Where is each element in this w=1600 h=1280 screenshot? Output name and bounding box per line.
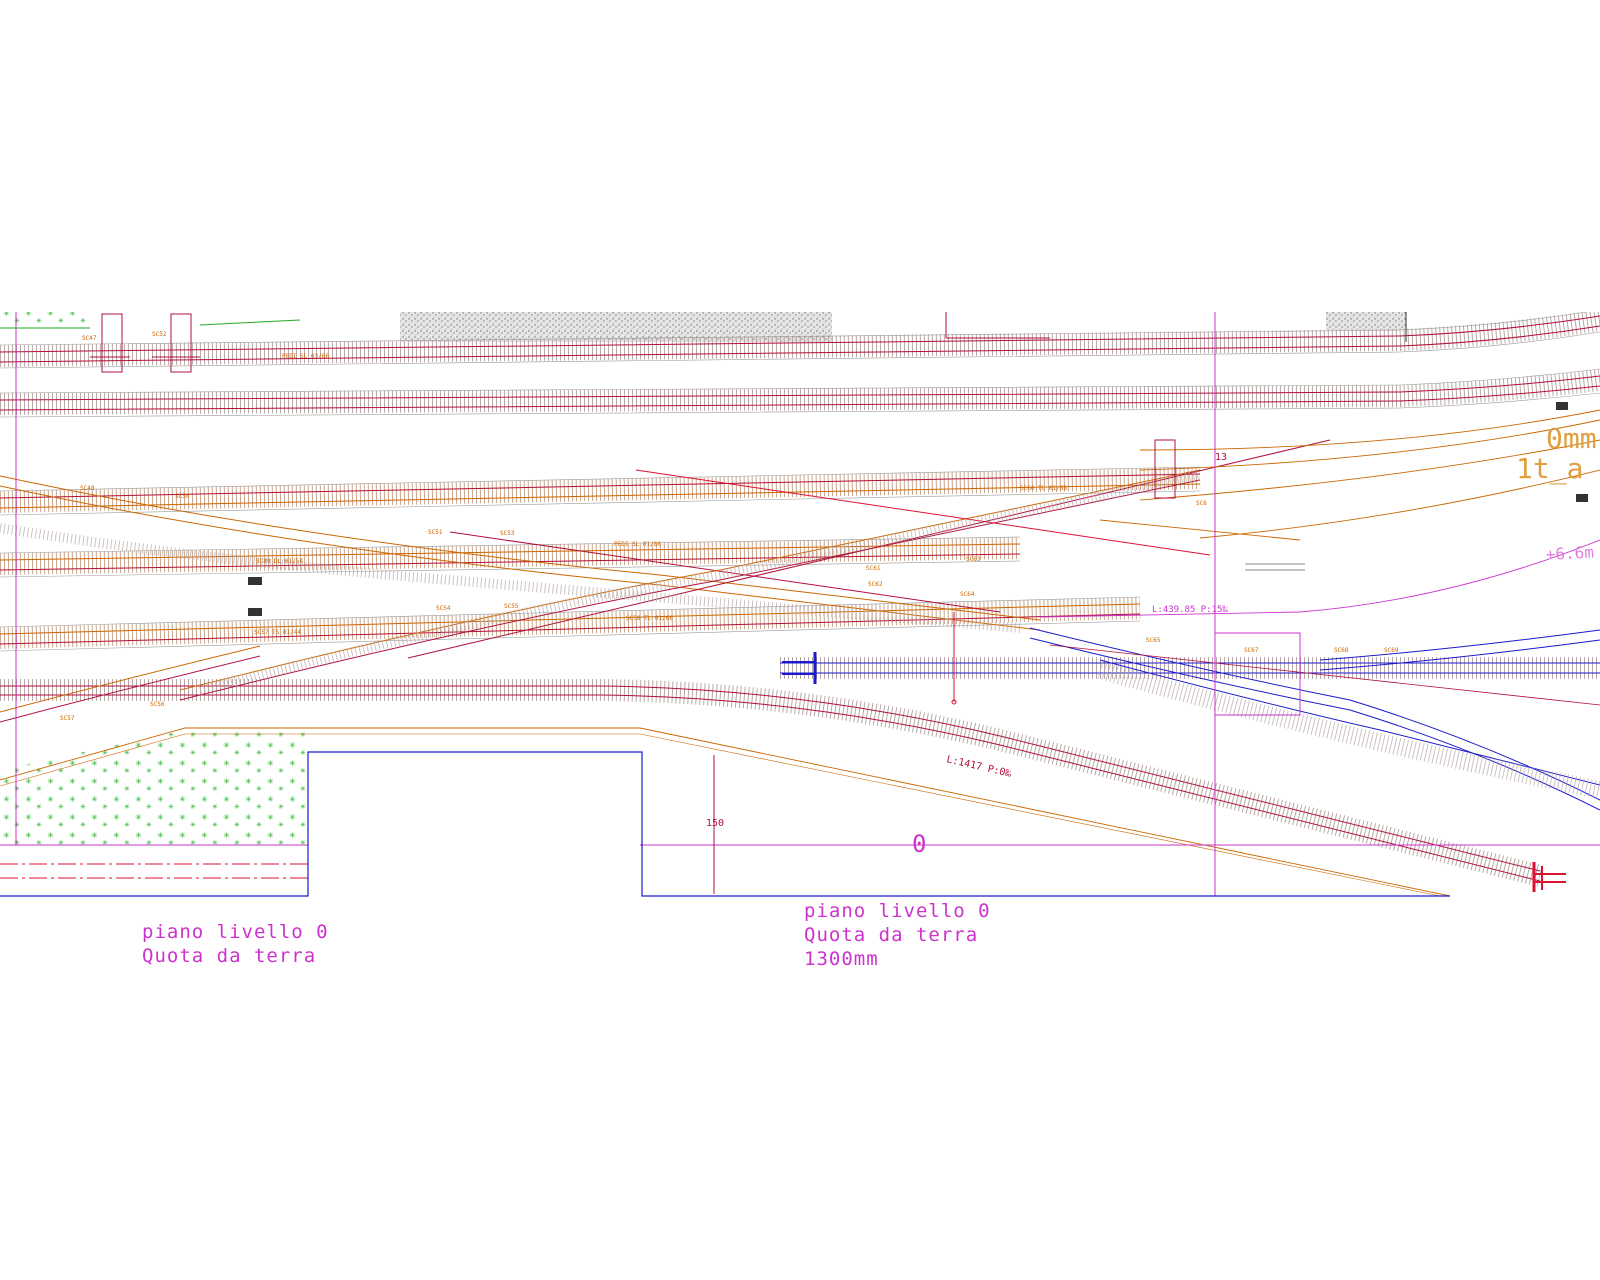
platform-outline	[0, 751, 1450, 897]
track-1	[0, 309, 1600, 369]
dashdot-lines	[0, 863, 308, 879]
svg-text:SC68: SC68	[1334, 647, 1349, 654]
svg-text:SC47: SC47	[82, 335, 97, 342]
svg-text:SC48: SC48	[80, 485, 95, 492]
svg-text:SC51: SC51	[428, 529, 443, 536]
signal-icons	[248, 402, 1588, 616]
track-2	[0, 368, 1600, 418]
ballast-area-2	[1326, 312, 1406, 330]
track-length-lower: L:1417 P:0‰	[945, 754, 1013, 780]
track-5	[0, 596, 1141, 652]
svg-text:SC62: SC62	[868, 581, 883, 588]
elevation-right: +6.6m	[1545, 542, 1594, 563]
orange-text-a: 0mm	[1546, 422, 1597, 455]
svg-text:SC50: SC50	[175, 493, 190, 500]
track-6	[0, 679, 1543, 887]
svg-text:SC57: SC57	[60, 715, 75, 722]
svg-text:SC65: SC65	[1146, 637, 1161, 644]
svg-text:SC61: SC61	[866, 565, 881, 572]
grass-area-bottom	[0, 730, 308, 845]
svg-text:SC54: SC54	[436, 605, 451, 612]
svg-text:SC6: SC6	[1196, 500, 1207, 507]
svg-text:SC53: SC53	[500, 530, 515, 537]
svg-text:SC64: SC64	[960, 591, 975, 598]
zero-mark: 0	[912, 830, 926, 858]
level-note-right-1: piano livello 0	[804, 900, 991, 922]
level-note-left-1: piano livello 0	[142, 921, 329, 943]
grass-area-top	[0, 312, 90, 326]
svg-text:SC52: SC52	[152, 331, 167, 338]
level-note-right-2: Quota da terra	[804, 924, 978, 946]
switch-machines	[0, 312, 1407, 499]
svg-text:SC63: SC63	[966, 556, 981, 563]
level-note-right-3: 1300mm	[804, 948, 879, 970]
svg-text:PEDI SL 01/66: PEDI SL 01/66	[614, 541, 661, 548]
svg-text:SC57 TS 01/44: SC57 TS 01/44	[254, 629, 301, 636]
dimension-150: 150	[706, 755, 724, 894]
blue-buffer-stop-icon	[782, 652, 817, 684]
crossover-switches	[0, 439, 1331, 723]
svg-text:SC60 TL 01/68: SC60 TL 01/68	[1020, 485, 1067, 492]
orange-text-b: 1t_a	[1516, 452, 1583, 486]
svg-text:SC56: SC56	[150, 701, 165, 708]
sheet-ref: 13	[1215, 452, 1227, 463]
magenta-level-curve	[1039, 539, 1600, 618]
svg-text:SC55: SC55	[504, 603, 519, 610]
buffer-stop-icon	[1532, 862, 1566, 892]
svg-text:SC49 DL 01/54: SC49 DL 01/54	[256, 558, 303, 565]
track-length-mid: L:439.85 P:15‰	[1152, 605, 1228, 615]
dimension-150-label: 150	[706, 818, 724, 829]
ballast-area-1	[400, 312, 832, 342]
svg-text:SC69: SC69	[1384, 647, 1399, 654]
track-3	[0, 466, 1201, 516]
level-note-left-2: Quota da terra	[142, 945, 316, 967]
svg-text:PEDI SL 03/66: PEDI SL 03/66	[282, 353, 329, 360]
svg-text:SC58 TL 01/66: SC58 TL 01/66	[626, 615, 673, 622]
track-annotations: SC47 SC52 SC48 SC50 SC51 SC53 SC49 DL 01…	[60, 331, 1399, 722]
blue-tracks	[780, 627, 1600, 811]
magenta-grid	[0, 312, 1600, 896]
orange-guide-lines	[0, 409, 1600, 897]
svg-text:SC67: SC67	[1244, 647, 1259, 654]
